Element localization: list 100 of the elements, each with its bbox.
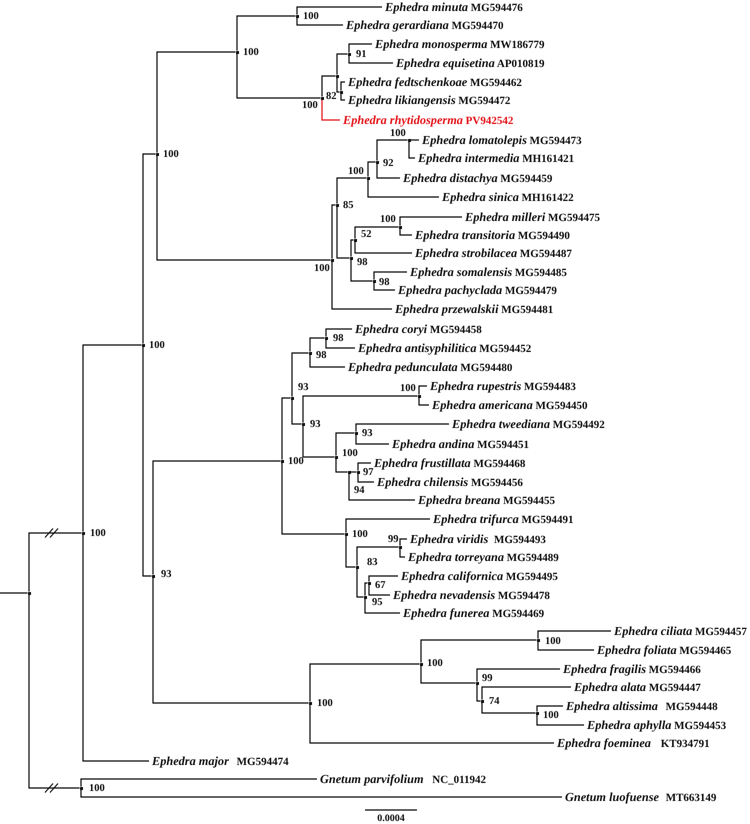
support-value: 99 — [388, 534, 398, 544]
tree-branch — [356, 568, 364, 598]
tree-branch — [302, 395, 418, 422]
tree-branch — [336, 78, 340, 93]
support-value: 93 — [161, 568, 172, 580]
taxon-label: Ephedra transitoria MG594490 — [412, 228, 570, 242]
support-value: 100 — [380, 214, 396, 224]
taxon-label: Ephedra major MG594474 — [149, 754, 289, 768]
support-value: 100 — [400, 382, 416, 394]
tree-branch — [296, 18, 343, 26]
tree-branch — [364, 598, 400, 614]
tree-branch — [291, 352, 308, 396]
tree-branch — [309, 663, 420, 702]
support-value: 52 — [361, 228, 372, 240]
tree-branch — [302, 426, 334, 458]
tree-branch — [356, 546, 398, 566]
support-value: 100 — [543, 710, 559, 720]
tree-branch — [321, 100, 340, 121]
taxon-label: Ephedra intermedia MH161421 — [415, 151, 574, 165]
tree-branch — [350, 260, 372, 282]
taxon-label: Ephedra californica MG594495 — [398, 569, 558, 583]
taxon-label: Ephedra sinica MH161422 — [439, 190, 574, 204]
tree-branch — [537, 630, 611, 638]
support-value: 100 — [342, 448, 358, 458]
taxon-label: Ephedra fedtschenkoae MG594462 — [345, 75, 522, 89]
tree-branch — [336, 53, 348, 74]
tree-branch — [357, 462, 371, 470]
tree-branch — [368, 584, 390, 596]
support-value: 100 — [427, 658, 443, 668]
tree-branch — [420, 639, 536, 662]
taxon-label: Ephedra ciliata MG594457 — [611, 624, 747, 638]
taxon-label: Ephedra foliata MG594465 — [594, 643, 732, 657]
tree-branch — [376, 164, 400, 179]
support-value: 100 — [303, 10, 319, 22]
tree-branch — [376, 139, 408, 160]
support-value: 74 — [489, 696, 500, 706]
taxon-label: Ephedra chilensis MG594456 — [374, 475, 523, 489]
tree-branch — [152, 460, 280, 574]
tree-branch — [325, 340, 355, 349]
tree-branch — [321, 75, 336, 96]
tree-branch — [481, 686, 571, 700]
tree-branch — [156, 156, 330, 261]
tree-branch — [0, 592, 28, 594]
support-value: 83 — [367, 556, 378, 568]
tree-branch — [340, 81, 345, 90]
tree-branch — [364, 582, 368, 596]
tree-branch — [152, 578, 308, 704]
taxon-label: Ephedra nevadensis MG594478 — [390, 588, 550, 602]
tree-branch — [399, 228, 412, 236]
taxon-label: Ephedra przewalskii MG594481 — [392, 302, 554, 316]
taxon-label: Ephedra trifurca MG594491 — [430, 512, 574, 526]
tree-branch — [281, 397, 290, 460]
tree-branch — [296, 6, 382, 14]
tree-branch — [408, 142, 415, 159]
taxon-label: Ephedra tweediana MG594492 — [449, 417, 605, 431]
taxon-label: Ephedra foeminea KT934791 — [554, 736, 710, 750]
tree-branch — [291, 400, 302, 425]
tree-branch — [418, 398, 429, 406]
tree-branch — [355, 434, 389, 445]
taxon-label: Ephedra fragilis MG594466 — [560, 662, 701, 676]
tree-branch — [28, 594, 80, 789]
tree-branch — [336, 206, 350, 259]
tree-branch — [309, 337, 324, 352]
tree-branch — [142, 346, 152, 577]
tree-branch — [399, 538, 407, 546]
tree-branch — [80, 778, 317, 786]
tree-branch — [335, 458, 348, 473]
tree-branch — [331, 262, 392, 310]
support-value: 98 — [357, 256, 368, 268]
support-value: 100 — [352, 528, 368, 540]
taxon-label: Ephedra funerea MG594469 — [400, 606, 544, 620]
tree-branch — [309, 704, 554, 744]
support-value: 100 — [288, 456, 304, 466]
taxon-label: Gnetum luofuense MT663149 — [562, 790, 716, 804]
tree-branch — [399, 548, 405, 558]
tree-branch — [345, 536, 356, 568]
taxon-label: Ephedra milleri MG594475 — [462, 210, 600, 224]
support-value: 100 — [302, 100, 318, 110]
support-value: 97 — [363, 466, 374, 478]
taxon-label: Ephedra rhytidosperma PV942542 — [340, 113, 514, 127]
tree-branch — [340, 94, 345, 101]
support-value: 93 — [298, 382, 308, 392]
tree-branch — [537, 642, 594, 651]
taxon-label: Ephedra torreyana MG594489 — [405, 550, 559, 564]
tree-branch — [28, 532, 82, 592]
tree-branch — [399, 216, 462, 226]
tree-branch — [335, 432, 354, 456]
support-value: 92 — [383, 158, 394, 168]
tree-branch — [331, 204, 336, 258]
support-value: 91 — [356, 48, 366, 60]
taxon-label: Ephedra pedunculata MG594480 — [345, 360, 512, 374]
tree-branch — [355, 423, 449, 432]
support-value: 93 — [362, 428, 372, 438]
tree-branch — [476, 668, 560, 682]
taxon-label: Ephedra antisyphilitica MG594452 — [355, 341, 532, 355]
taxon-label: Ephedra breana MG594455 — [415, 493, 556, 507]
taxon-label: Ephedra distachya MG594459 — [400, 171, 552, 185]
support-value: 100 — [90, 528, 106, 538]
taxon-label: Ephedra lomatolepis MG594473 — [419, 133, 582, 147]
tree-branch — [420, 666, 476, 684]
